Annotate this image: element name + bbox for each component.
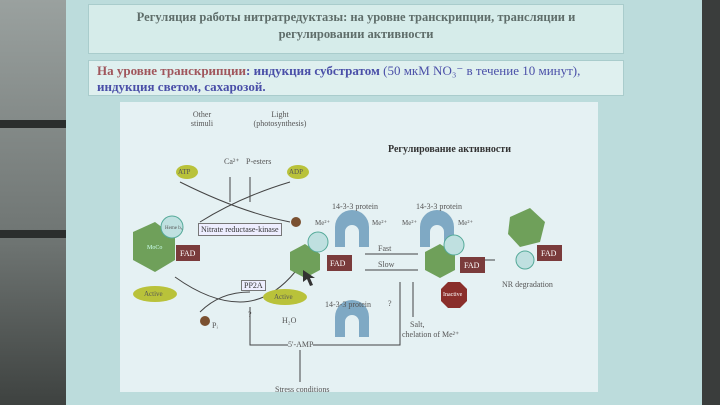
- moco-degraded: [508, 208, 545, 247]
- fad-degraded: [537, 245, 562, 261]
- pp2a-box: PP2A: [241, 280, 266, 291]
- heme-mid: [307, 231, 329, 253]
- subtitle-prefix: На уровне транскрипции: [97, 63, 247, 78]
- atp-badge: [176, 165, 198, 179]
- protein-1433-bound: [420, 210, 454, 247]
- fad-left: [176, 245, 200, 261]
- label-me-4: Me²⁺: [458, 219, 474, 227]
- title-line-1: Регуляция работы нитратредуктазы: на уро…: [136, 10, 576, 24]
- subtitle-text: : индукция субстратом: [246, 63, 384, 78]
- cursor-icon: [303, 270, 315, 286]
- label-slow: Slow: [378, 260, 395, 269]
- label-salt: Salt,: [410, 320, 425, 329]
- active-badge-mid: [263, 289, 307, 305]
- label-protein-top: 14-3-3 protein: [332, 202, 378, 211]
- fad-mid: [327, 255, 352, 271]
- label-question-right: ?: [388, 299, 392, 308]
- diagram-shapes: [133, 165, 562, 382]
- arrow-pi: [199, 291, 251, 313]
- subtitle-paren: (50 мкМ NO₃⁻ в течение 10 минут),: [383, 63, 581, 78]
- wall-bar: [0, 230, 68, 238]
- label-active-mid: Active: [274, 293, 293, 301]
- label-inactive: Inactive: [443, 292, 463, 298]
- wall-bar: [0, 120, 68, 128]
- label-fast: Fast: [378, 244, 392, 253]
- arrow-atp: [179, 181, 291, 223]
- label-degradation: NR degradation: [502, 280, 553, 289]
- adp-badge: [287, 165, 309, 179]
- diagram-title: Регулирование активности: [388, 144, 511, 155]
- label-fad-degraded: FAD: [541, 249, 557, 258]
- phosphate-mid: [291, 217, 301, 227]
- label-active-left: Active: [144, 290, 163, 298]
- arrow-pp2a: [174, 271, 296, 303]
- label-me-1: Me²⁺: [315, 219, 331, 227]
- label-protein-bound: 14-3-3 protein: [416, 202, 462, 211]
- label-atp: ATP: [178, 168, 191, 176]
- label-me-3: Me²⁺: [402, 219, 418, 227]
- label-light: Light (photosynthesis): [253, 110, 307, 128]
- subtitle-line-2: индукция светом, сахарозой.: [97, 79, 266, 94]
- inactive-octagon: [441, 282, 467, 308]
- pi-circle: [200, 316, 210, 326]
- label-h2o: H₂O: [282, 316, 297, 325]
- fad-bound: [460, 257, 485, 273]
- label-ca: Ca²⁺: [224, 157, 240, 166]
- heme-left: [160, 215, 184, 239]
- label-fad-bound: FAD: [464, 261, 480, 270]
- moco-hexagon-mid: [290, 244, 320, 278]
- diagram-panel: Регулирование активности Other stimuli L…: [120, 102, 598, 394]
- label-me-2: Me²⁺: [372, 219, 388, 227]
- label-other-stimuli: Other stimuli: [190, 110, 214, 128]
- arrow-adp: [199, 181, 291, 223]
- protein-1433-top: [335, 210, 369, 247]
- label-pesters: P-esters: [246, 157, 272, 166]
- label-heme-left: Heme b₅: [165, 226, 183, 231]
- slide-subtitle: На уровне транскрипции: индукция субстра…: [88, 60, 624, 96]
- heme-degraded: [515, 250, 535, 270]
- label-protein-bottom: 14-3-3 protein: [325, 300, 371, 309]
- slide-title: Регуляция работы нитратредуктазы: на уро…: [88, 4, 624, 54]
- label-stress: Stress conditions: [275, 385, 330, 394]
- active-badge-left: [133, 286, 177, 302]
- amp-arrow: [249, 282, 401, 346]
- wall: [0, 0, 70, 405]
- label-chelation: chelation of Me²⁺: [402, 330, 460, 339]
- heme-bound: [443, 234, 465, 256]
- label-moco-left: MoCo: [147, 245, 163, 251]
- protein-1433-bottom: [335, 300, 369, 337]
- label-fad-mid: FAD: [330, 259, 346, 268]
- title-line-2: регулировании активности: [278, 27, 434, 41]
- label-fad-left: FAD: [180, 249, 196, 258]
- label-pi: Pᵢ: [212, 321, 218, 330]
- label-question-left: ?: [248, 310, 252, 319]
- label-amp: 5'-AMP: [288, 340, 314, 349]
- label-adp: ADP: [289, 168, 304, 176]
- kinase-box: Nitrate reductase-kinase: [198, 223, 282, 236]
